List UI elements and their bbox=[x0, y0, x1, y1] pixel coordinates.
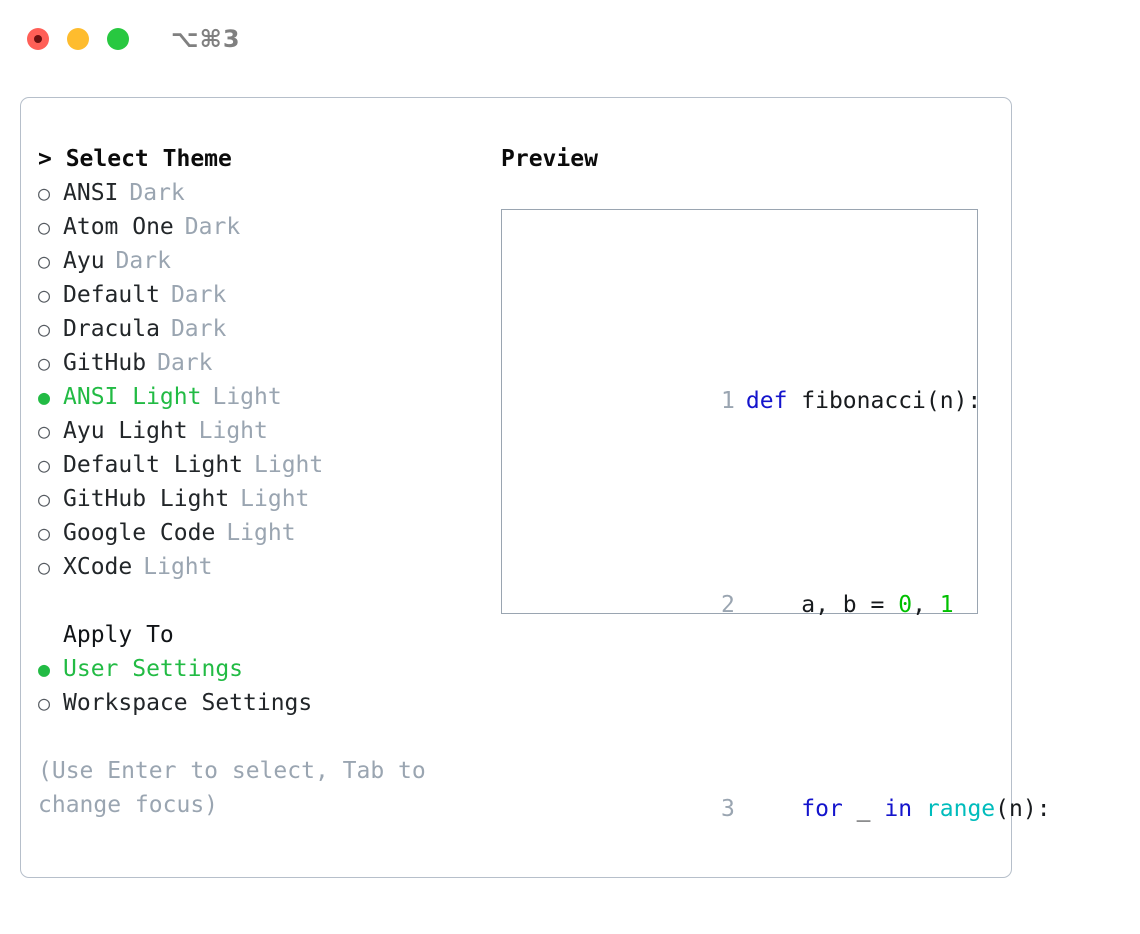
theme-selector-column: > Select Theme ○ ANSI Dark ○ Atom One Da… bbox=[38, 142, 488, 822]
preview-heading: Preview bbox=[501, 146, 598, 172]
theme-variant-badge: Light bbox=[226, 520, 296, 546]
apply-to-label: Workspace Settings bbox=[63, 690, 313, 716]
apply-to-item-workspace-settings[interactable]: ○ Workspace Settings bbox=[38, 686, 488, 720]
zoom-window-icon[interactable] bbox=[107, 28, 129, 50]
theme-name: XCode bbox=[63, 554, 133, 580]
radio-unselected-icon: ○ bbox=[38, 215, 51, 239]
theme-name: Atom One bbox=[63, 214, 174, 240]
close-window-icon[interactable] bbox=[27, 28, 49, 50]
code-token: , bbox=[912, 592, 940, 618]
radio-unselected-icon: ○ bbox=[38, 249, 51, 273]
theme-variant-badge: Dark bbox=[157, 350, 213, 376]
window-titlebar: ⌥⌘3 bbox=[0, 0, 1140, 78]
theme-list-item-dracula-dark[interactable]: ○ Dracula Dark bbox=[38, 312, 488, 346]
apply-to-label: User Settings bbox=[63, 656, 244, 682]
code-token: for bbox=[801, 796, 843, 822]
list-spacer bbox=[38, 584, 488, 618]
code-token: _ bbox=[842, 796, 885, 822]
theme-list-item-ayu-light[interactable]: ○ Ayu Light Light bbox=[38, 414, 488, 448]
keyboard-shortcut-label: ⌥⌘3 bbox=[171, 25, 241, 53]
theme-name: Default Light bbox=[63, 452, 244, 478]
theme-name: Default bbox=[63, 282, 160, 308]
preview-column: Preview 1 def fibonacci(n): 2 a, b = 0, 1… bbox=[501, 142, 1051, 822]
theme-variant-badge: Light bbox=[212, 384, 282, 410]
theme-list-item-atom-one-dark[interactable]: ○ Atom One Dark bbox=[38, 210, 488, 244]
theme-name: Google Code bbox=[63, 520, 216, 546]
apply-to-heading: Apply To bbox=[63, 622, 174, 648]
code-token bbox=[912, 796, 926, 822]
main-panel: > Select Theme ○ ANSI Dark ○ Atom One Da… bbox=[20, 97, 1051, 878]
radio-selected-icon: ● bbox=[38, 385, 51, 409]
line-number: 3 bbox=[721, 796, 735, 822]
code-token: def bbox=[745, 388, 802, 414]
minimize-window-icon[interactable] bbox=[67, 28, 89, 50]
code-line: 3 for _ in range(n): bbox=[516, 758, 1092, 860]
theme-variant-badge: Light bbox=[143, 554, 213, 580]
apply-to-list: ● User Settings ○ Workspace Settings bbox=[38, 652, 488, 720]
theme-list-item-ansi-light[interactable]: ● ANSI Light Light bbox=[38, 380, 488, 414]
radio-unselected-icon: ○ bbox=[38, 283, 51, 307]
keyboard-hint-text: (Use Enter to select, Tab to change focu… bbox=[38, 758, 440, 818]
radio-unselected-icon: ○ bbox=[38, 691, 51, 715]
preview-box: 1 def fibonacci(n): 2 a, b = 0, 1 3 for _… bbox=[501, 209, 1051, 822]
radio-unselected-icon: ○ bbox=[38, 521, 51, 545]
radio-unselected-icon: ○ bbox=[38, 555, 51, 579]
theme-list-item-ansi-dark[interactable]: ○ ANSI Dark bbox=[38, 176, 488, 210]
theme-name: GitHub Light bbox=[63, 486, 230, 512]
code-line: 1 def fibonacci(n): bbox=[516, 350, 1092, 452]
theme-name: Ayu Light bbox=[63, 418, 188, 444]
theme-list-item-xcode[interactable]: ○ XCode Light bbox=[38, 550, 488, 584]
theme-name: Ayu bbox=[63, 248, 105, 274]
line-number: 1 bbox=[721, 388, 735, 414]
code-token bbox=[746, 796, 801, 822]
code-sample: 1 def fibonacci(n): 2 a, b = 0, 1 3 for _… bbox=[516, 248, 1092, 934]
code-token: 0 bbox=[898, 592, 913, 618]
code-token: 1 bbox=[939, 592, 954, 618]
apply-to-item-user-settings[interactable]: ● User Settings bbox=[38, 652, 488, 686]
radio-unselected-icon: ○ bbox=[38, 419, 51, 443]
theme-variant-badge: Dark bbox=[184, 214, 241, 240]
theme-list-item-github-light[interactable]: ○ GitHub Light Light bbox=[38, 482, 488, 516]
code-token: range bbox=[925, 796, 996, 822]
theme-name: ANSI Light bbox=[63, 384, 202, 410]
radio-unselected-icon: ○ bbox=[38, 351, 51, 375]
code-token: a, b = bbox=[745, 592, 899, 618]
code-line: 2 a, b = 0, 1 bbox=[516, 554, 1092, 656]
theme-list-item-default-light[interactable]: ○ Default Light Light bbox=[38, 448, 488, 482]
theme-list-item-ayu-dark[interactable]: ○ Ayu Dark bbox=[38, 244, 488, 278]
theme-variant-badge: Light bbox=[198, 418, 268, 444]
radio-unselected-icon: ○ bbox=[38, 181, 51, 205]
theme-list: ○ ANSI Dark ○ Atom One Dark ○ Ayu Dark bbox=[38, 176, 488, 584]
radio-unselected-icon: ○ bbox=[38, 453, 51, 477]
theme-variant-badge: Dark bbox=[170, 316, 227, 342]
theme-variant-badge: Dark bbox=[129, 180, 185, 206]
theme-list-item-google-code[interactable]: ○ Google Code Light bbox=[38, 516, 488, 550]
line-number: 2 bbox=[721, 592, 735, 618]
theme-name: Dracula bbox=[63, 316, 160, 342]
radio-selected-icon: ● bbox=[38, 657, 51, 681]
radio-unselected-icon: ○ bbox=[38, 487, 51, 511]
code-token: fibonacci(n): bbox=[801, 388, 982, 414]
theme-variant-badge: Light bbox=[254, 452, 324, 478]
select-theme-heading: > Select Theme bbox=[38, 146, 232, 172]
theme-variant-badge: Light bbox=[240, 486, 310, 512]
code-token: in bbox=[884, 796, 913, 822]
theme-list-item-default-dark[interactable]: ○ Default Dark bbox=[38, 278, 488, 312]
theme-variant-badge: Dark bbox=[115, 248, 171, 274]
radio-unselected-icon: ○ bbox=[38, 317, 51, 341]
theme-name: GitHub bbox=[63, 350, 147, 376]
theme-list-item-github-dark[interactable]: ○ GitHub Dark bbox=[38, 346, 488, 380]
theme-name: ANSI bbox=[63, 180, 119, 206]
code-token: (n): bbox=[995, 796, 1051, 822]
theme-variant-badge: Dark bbox=[170, 282, 227, 308]
traffic-light-buttons bbox=[27, 28, 129, 50]
